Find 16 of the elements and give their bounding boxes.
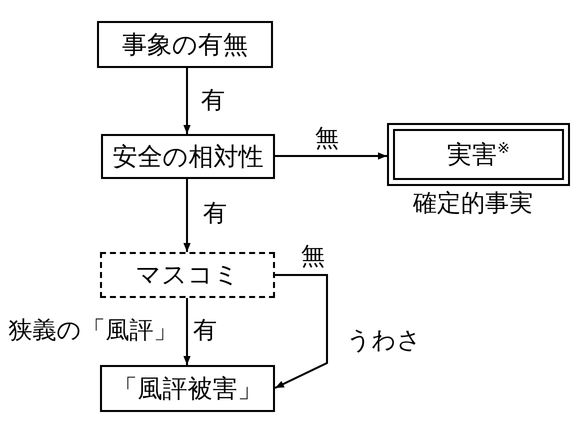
double-border-box: 実害$^{※}$ <box>387 123 570 186</box>
arrow <box>183 179 191 252</box>
caption-text: 確定的事実 <box>411 190 535 216</box>
dashed-box: マスコミ <box>100 252 275 298</box>
process-box: 安全の相対性 <box>101 134 275 179</box>
edge-label: 有 <box>191 316 219 344</box>
process-box: 事象の有無 <box>97 21 273 68</box>
arrow <box>274 274 328 389</box>
edge-label: 無 <box>299 242 327 270</box>
arrow <box>183 68 191 134</box>
arrow <box>275 152 387 160</box>
edge-label: 無 <box>313 124 341 152</box>
edge-label: 有 <box>199 86 227 114</box>
edge-label: 有 <box>201 200 229 226</box>
arrow <box>183 298 191 365</box>
process-box: 「風評被害」 <box>100 365 275 412</box>
